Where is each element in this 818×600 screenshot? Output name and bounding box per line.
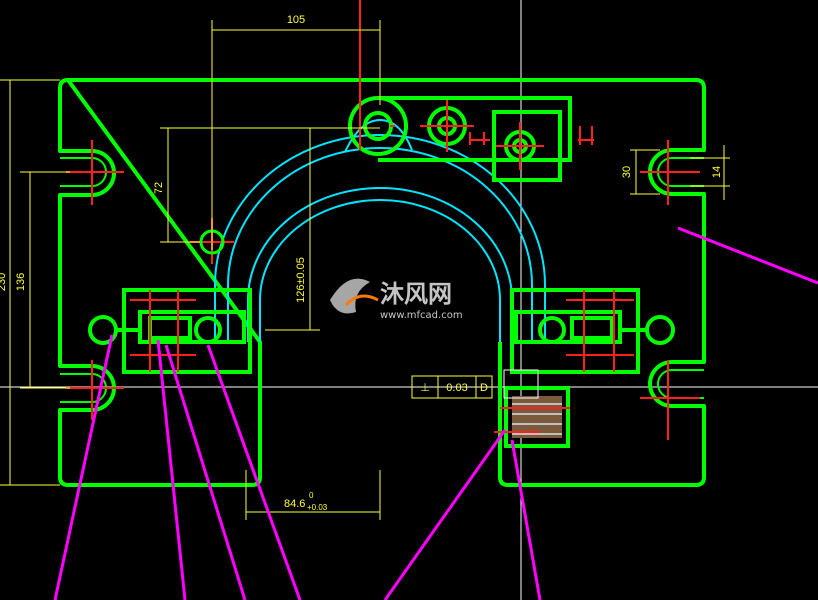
right-clamp-assembly: [510, 288, 675, 374]
tolerance-datum: D: [480, 382, 488, 394]
dim-height-136: 136: [15, 273, 27, 291]
watermark-url: www.mfcad.com: [380, 310, 463, 321]
dim-bottom-width-lower-tol: +0.03: [307, 503, 328, 512]
tolerance-symbol: ⊥: [420, 382, 430, 394]
dim-slot-14: 14: [711, 166, 723, 178]
dim-top-width: 105: [287, 14, 305, 26]
tolerance-value: 0.03: [446, 382, 467, 394]
dim-height-126: 126±0.05: [295, 257, 307, 303]
right-clamp-red-marks: [566, 290, 634, 372]
dim-bottom-width: 84.6: [284, 498, 305, 510]
leader-lines: [53, 226, 818, 600]
tolerance-frame: ⊥ 0.03 D: [411, 375, 493, 399]
top-clamp-red-marks: [469, 126, 594, 145]
left-clamp-red-marks: [130, 290, 196, 372]
dimension-lines: [0, 20, 730, 520]
watermark-logo: [330, 278, 379, 314]
dim-height-72: 72: [153, 182, 165, 194]
dim-overall-height: 230: [0, 273, 8, 291]
watermark-brand: 沐风网: [380, 280, 452, 308]
dim-slot-30: 30: [621, 166, 633, 178]
dim-bottom-width-upper-tol: 0: [309, 491, 314, 500]
